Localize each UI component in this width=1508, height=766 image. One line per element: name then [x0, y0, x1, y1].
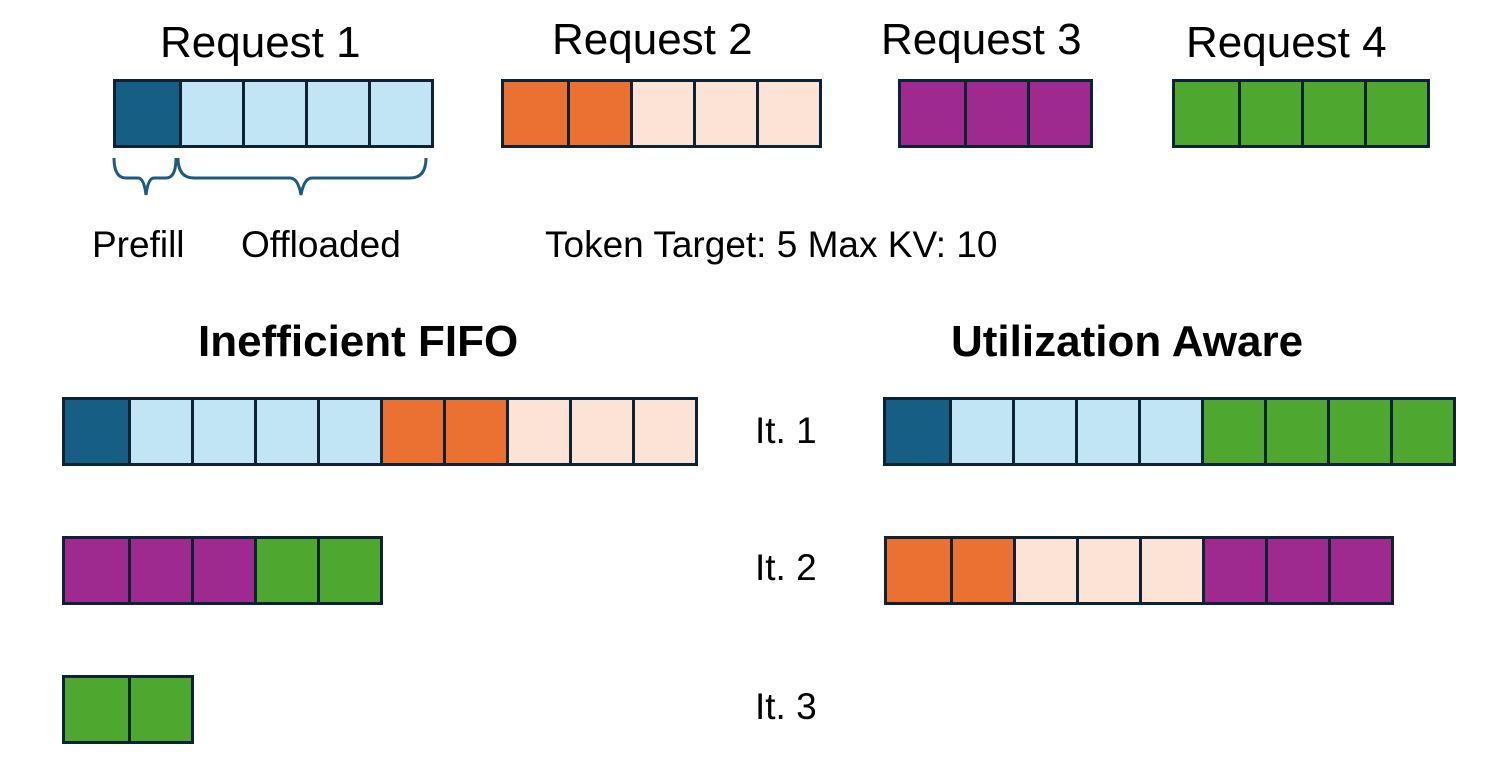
aware-row-1 — [883, 397, 1456, 466]
token-cell-offload-orange — [1076, 539, 1139, 602]
fifo-row-2 — [62, 536, 383, 605]
token-cell-prefill-orange — [443, 400, 506, 463]
token-cell-offload-blue — [1138, 400, 1201, 463]
token-cell-offload-blue — [242, 82, 305, 145]
token-cell-offload-orange — [630, 82, 693, 145]
token-cell-green — [1264, 400, 1327, 463]
token-cell-purple — [65, 539, 128, 602]
request-1-title: Request 1 — [160, 18, 361, 67]
token-cell-green — [128, 678, 191, 741]
token-cell-green — [1238, 82, 1301, 145]
prefill-brace — [112, 157, 178, 196]
token-cell-green — [1201, 400, 1264, 463]
request-2-cells — [501, 79, 822, 148]
token-cell-purple — [964, 82, 1027, 145]
token-cell-prefill-orange — [887, 539, 950, 602]
token-cell-purple — [1328, 539, 1391, 602]
token-cell-offload-blue — [368, 82, 431, 145]
token-cell-purple — [901, 82, 964, 145]
token-cell-prefill-orange — [567, 82, 630, 145]
token-cell-green — [65, 678, 128, 741]
request-3-title: Request 3 — [881, 15, 1082, 64]
token-cell-green — [1364, 82, 1427, 145]
offloaded-brace — [176, 157, 428, 196]
fifo-row-1 — [62, 397, 698, 466]
token-cell-green — [317, 539, 380, 602]
token-cell-offload-blue — [305, 82, 368, 145]
token-cell-green — [1390, 400, 1453, 463]
prefill-label: Prefill — [92, 224, 185, 265]
token-cell-green — [1327, 400, 1390, 463]
request-3-cells — [898, 79, 1093, 148]
token-cell-offload-orange — [632, 400, 695, 463]
token-cell-purple — [1265, 539, 1328, 602]
token-cell-offload-orange — [1139, 539, 1202, 602]
token-cell-offload-blue — [191, 400, 254, 463]
token-cell-prefill-orange — [504, 82, 567, 145]
token-cell-offload-orange — [1013, 539, 1076, 602]
token-cell-purple — [128, 539, 191, 602]
token-cell-offload-orange — [506, 400, 569, 463]
token-cell-offload-blue — [179, 82, 242, 145]
iteration-1-label: It. 1 — [755, 410, 817, 451]
token-cell-offload-blue — [254, 400, 317, 463]
token-cell-offload-blue — [949, 400, 1012, 463]
token-cell-offload-orange — [756, 82, 819, 145]
prefill-offloaded-braces — [112, 157, 428, 196]
token-cell-prefill-blue — [65, 400, 128, 463]
token-cell-offload-orange — [569, 400, 632, 463]
offloaded-label: Offloaded — [241, 224, 401, 265]
aware-title: Utilization Aware — [951, 317, 1304, 366]
token-cell-purple — [1027, 82, 1090, 145]
token-cell-prefill-blue — [886, 400, 949, 463]
token-cell-green — [1301, 82, 1364, 145]
request-2-title: Request 2 — [552, 15, 753, 64]
token-cell-green — [1175, 82, 1238, 145]
request-4-cells — [1172, 79, 1430, 148]
token-cell-offload-blue — [1075, 400, 1138, 463]
request-1-cells — [113, 79, 434, 148]
request-4-title: Request 4 — [1186, 18, 1387, 67]
iteration-3-label: It. 3 — [755, 686, 817, 727]
token-cell-green — [254, 539, 317, 602]
token-cell-offload-orange — [693, 82, 756, 145]
params-text: Token Target: 5 Max KV: 10 — [545, 224, 998, 265]
token-cell-purple — [1202, 539, 1265, 602]
token-cell-prefill-blue — [116, 82, 179, 145]
token-cell-prefill-orange — [380, 400, 443, 463]
fifo-row-3 — [62, 675, 194, 744]
iteration-2-label: It. 2 — [755, 547, 817, 588]
fifo-title: Inefficient FIFO — [198, 317, 519, 366]
token-cell-offload-blue — [128, 400, 191, 463]
token-cell-prefill-orange — [950, 539, 1013, 602]
token-cell-offload-blue — [317, 400, 380, 463]
aware-row-2 — [884, 536, 1394, 605]
token-cell-purple — [191, 539, 254, 602]
token-cell-offload-blue — [1012, 400, 1075, 463]
